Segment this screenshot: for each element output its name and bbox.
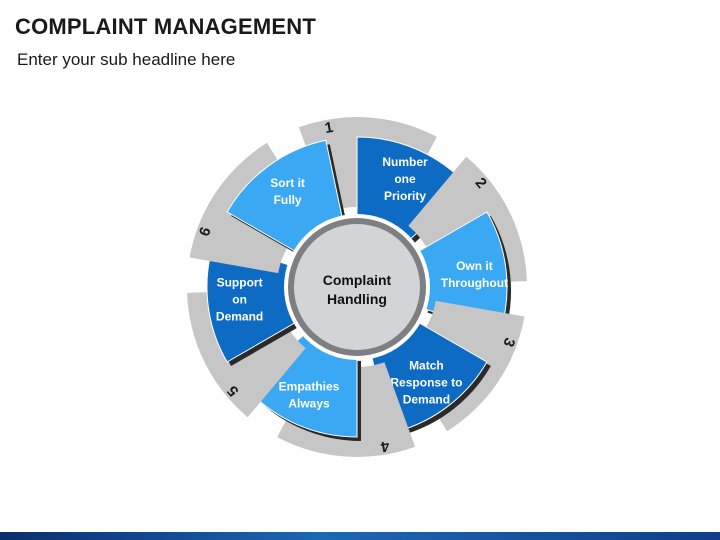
slide-title: COMPLAINT MANAGEMENT	[15, 14, 316, 39]
segment-6-label-line: Sort it	[270, 176, 305, 190]
center-label-line-1: Complaint	[323, 272, 392, 288]
segment-6-label-line: Fully	[274, 193, 302, 207]
slide-subtitle: Enter your sub headline here	[17, 50, 236, 69]
segment-2-label-line: Own it	[456, 259, 493, 273]
bottom-accent-bar	[0, 532, 720, 540]
center-hub-fill	[294, 224, 420, 350]
segment-5-label-line: Demand	[216, 309, 263, 323]
segment-2-label-line: Throughout	[441, 276, 508, 290]
segment-4-label-line: Always	[288, 396, 330, 410]
segment-3-label-line: Response to	[390, 376, 462, 390]
segment-5-label-line: on	[232, 292, 247, 306]
segment-1-label-line: Number	[382, 155, 428, 169]
segment-1-label-line: one	[394, 172, 416, 186]
center-hub: Complaint Handling	[284, 214, 430, 360]
segment-4-label-line: Empathies	[279, 379, 340, 393]
segment-1-label-line: Priority	[384, 189, 426, 203]
segment-1-number: 1	[323, 119, 334, 137]
center-label-line-2: Handling	[327, 291, 387, 307]
segment-3-label-line: Demand	[403, 393, 450, 407]
segment-3-label-line: Match	[409, 359, 444, 373]
segment-4-number: 4	[379, 437, 391, 455]
segment-5-label-line: Support	[217, 275, 263, 289]
